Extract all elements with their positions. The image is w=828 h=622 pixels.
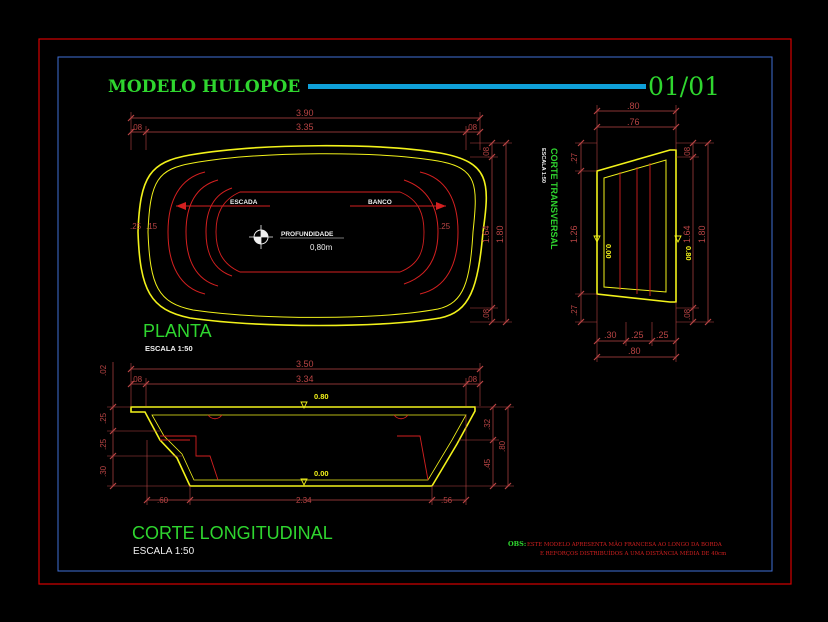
planta-view: ESCADA BANCO PROFUNDIDADE 0,80m .25 .15 … — [127, 108, 512, 353]
long-dim-right-b: .45 — [483, 458, 492, 470]
long-dim-left-c: .30 — [99, 465, 108, 477]
transversal-scale: ESCALA 1:50 — [540, 148, 546, 183]
transversal-dim-left-mid: 1.26 — [569, 225, 579, 243]
longitudinal-level-bottom: 0.00 — [314, 469, 329, 478]
long-dim-left-top: .02 — [99, 364, 108, 376]
long-dim-inner-text: 3.34 — [296, 374, 314, 384]
planta-vticks — [488, 139, 510, 326]
planta-inner-pool — [215, 191, 425, 273]
long-dim-right-a: .32 — [483, 418, 492, 430]
transversal-dim-right-total: 1.80 — [697, 225, 707, 243]
model-title: MODELO HULOPOE — [108, 77, 300, 97]
transversal-dim-right-mid: 1.64 — [682, 225, 692, 243]
planta-dim-h-mid: 1.64 — [481, 225, 491, 243]
obs-note: OBS: ESTE MODELO APRESENTA MÃO FRANCESA … — [508, 540, 726, 557]
depth-marker-icon — [249, 225, 273, 249]
transversal-dim-right-top: .08 — [683, 146, 692, 158]
transversal-details — [619, 163, 651, 296]
planta-dim-h-bot: .08 — [482, 308, 491, 320]
transversal-level-right: 0.80 — [684, 246, 693, 261]
planta-dim-h-top: .08 — [482, 146, 491, 158]
transversal-dim-bot-total: .80 — [628, 346, 641, 356]
planta-dim-total: 3.90 — [296, 108, 314, 118]
planta-outer-outline — [137, 144, 488, 327]
transversal-dim-left-top: .27 — [570, 152, 579, 164]
longitudinal-inner — [151, 414, 467, 481]
planta-dim-inner: 3.35 — [296, 122, 314, 132]
transversal-dim-bot-c: .25 — [656, 330, 669, 340]
planta-step-right — [403, 171, 459, 295]
transversal-label: CORTE TRANSVERSAL — [549, 148, 559, 250]
transversal-dim-top-inner: .76 — [627, 117, 640, 127]
obs-line-2: E REFORÇOS DISTRIBUÍDOS A UMA DISTÂNCIA … — [540, 549, 726, 557]
long-dim-bot-c: .56 — [441, 496, 453, 505]
longitudinal-level-top: 0.80 — [314, 392, 329, 401]
obs-label: OBS: — [508, 540, 526, 548]
transversal-top-ticks — [593, 107, 680, 131]
level-triangle-icon — [300, 401, 308, 410]
banco-arrow-head — [436, 202, 446, 210]
sheet-number: 01/01 — [648, 72, 720, 101]
long-dim-left-b: .25 — [99, 438, 108, 450]
longitudinal-outline — [130, 406, 476, 487]
long-left-ticks — [109, 403, 117, 490]
outer-frame — [38, 38, 792, 585]
longitudinal-view: 0.80 0.00 3.50 3.34 .08 .08 .02 — [99, 359, 514, 557]
level-triangle-icon — [300, 478, 308, 487]
long-dim-left-a: .25 — [99, 412, 108, 424]
transversal-level-left: 0.00 — [604, 244, 613, 259]
long-dim-total-text: 3.50 — [296, 359, 314, 369]
transversal-outline — [596, 149, 677, 303]
inner-frame — [57, 56, 773, 572]
planta-scale: ESCALA 1:50 — [145, 344, 193, 353]
transversal-view: CORTE TRANSVERSAL ESCALA 1:50 .80 .76 .2… — [540, 101, 714, 362]
planta-dim-side-c: .25 — [439, 222, 451, 231]
planta-dim-left-edge: .08 — [131, 123, 143, 132]
long-bot-ext — [146, 415, 467, 505]
transversal-dim-bot-a: .30 — [604, 330, 617, 340]
transversal-left-ticks — [577, 139, 585, 326]
longitudinal-scale: ESCALA 1:50 — [133, 546, 195, 557]
long-dim-right-edge: .08 — [466, 375, 478, 384]
planta-step-left — [167, 171, 233, 295]
title-bar — [308, 84, 646, 89]
planta-dim-right-edge: .08 — [466, 123, 478, 132]
long-dim-bot-b: 2.34 — [296, 496, 312, 505]
long-dim-left-edge: .08 — [131, 375, 143, 384]
escada-label: ESCADA — [230, 199, 258, 206]
depth-value: 0,80m — [310, 243, 333, 252]
transversal-bot-ticks — [593, 337, 680, 361]
transversal-inner — [603, 159, 667, 293]
long-top-ticks — [127, 365, 484, 388]
obs-line-1: ESTE MODELO APRESENTA MÃO FRANCESA AO LO… — [527, 540, 722, 548]
transversal-dim-right-bot: .08 — [683, 308, 692, 320]
longitudinal-steps — [160, 414, 429, 481]
planta-ticks — [127, 114, 484, 136]
transversal-right-ticks — [689, 139, 712, 326]
level-triangle-icon — [674, 235, 682, 244]
long-right-ticks — [489, 403, 512, 490]
long-bot-ticks — [143, 496, 470, 504]
longitudinal-label: CORTE LONGITUDINAL — [132, 523, 333, 543]
planta-dim-h-total: 1.80 — [495, 225, 505, 243]
transversal-dim-left-bot: .27 — [570, 304, 579, 316]
long-dim-bot-a: .60 — [157, 496, 169, 505]
long-left-ext — [107, 406, 190, 487]
transversal-dim-bot-b: .25 — [631, 330, 644, 340]
transversal-dim-top-total: .80 — [627, 101, 640, 111]
escada-arrow-head — [176, 202, 186, 210]
planta-label: PLANTA — [143, 321, 212, 341]
level-triangle-icon — [593, 235, 601, 244]
planta-dim-side-b: .15 — [146, 222, 158, 231]
planta-inner-outline — [147, 153, 476, 318]
banco-label: BANCO — [368, 199, 392, 206]
long-dim-right-total: .80 — [498, 440, 507, 452]
planta-dim-side-a: .25 — [130, 222, 142, 231]
profundidade-label: PROFUNDIDADE — [281, 231, 334, 238]
